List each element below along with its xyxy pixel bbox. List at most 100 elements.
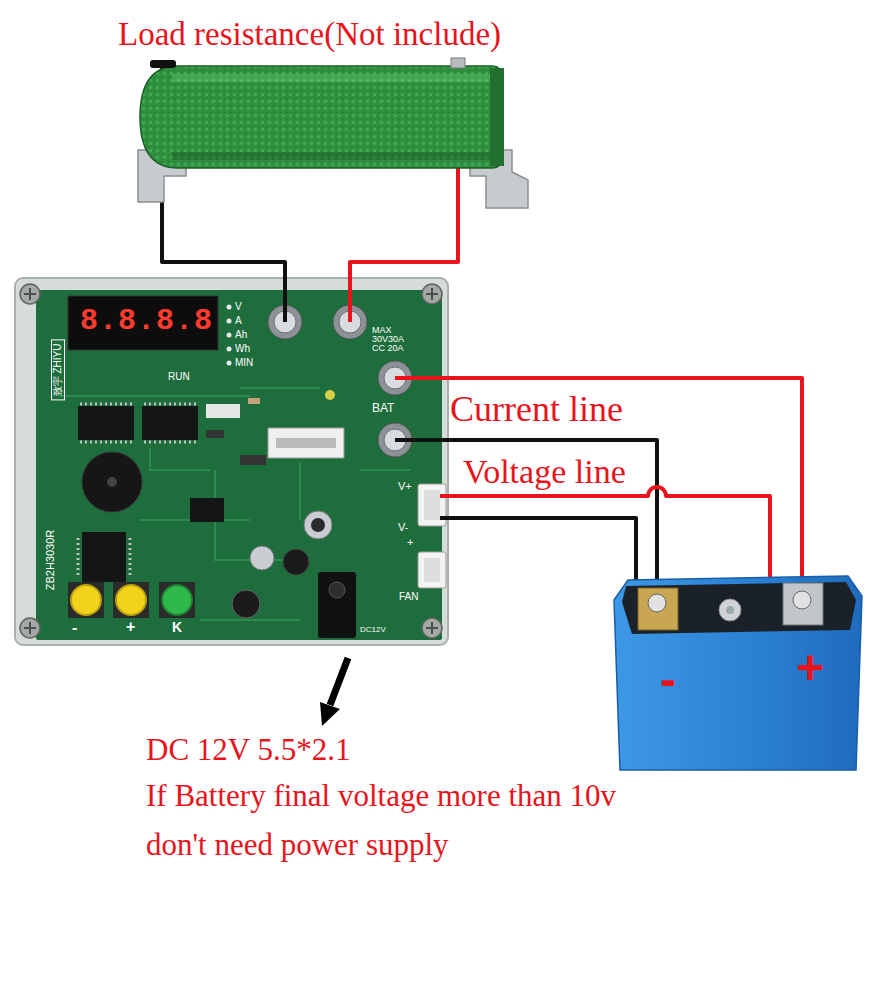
unit-label: Ah bbox=[235, 330, 247, 340]
screw-slot bbox=[426, 288, 438, 300]
pointer-arrow bbox=[330, 658, 348, 705]
ic-chip bbox=[78, 406, 134, 440]
acrylic-panel bbox=[15, 278, 448, 645]
resistor-symbol bbox=[138, 58, 528, 208]
shunt-bar bbox=[276, 438, 336, 448]
polarity-sign: - bbox=[660, 652, 676, 707]
fan-connector bbox=[418, 552, 446, 588]
smd-part bbox=[240, 455, 266, 465]
corner-screw bbox=[422, 284, 442, 304]
wire bbox=[395, 378, 802, 600]
brand-logo: 致宇 ZHIYU bbox=[51, 340, 65, 401]
screw-slot bbox=[24, 622, 36, 634]
lead-cap bbox=[150, 60, 176, 68]
terminal-screw bbox=[648, 594, 666, 612]
battery-symbol bbox=[614, 576, 862, 770]
dc-jack-hole bbox=[329, 582, 345, 598]
pin-label: V+ bbox=[398, 481, 412, 492]
rating-label: MAX 30V30A CC 20A bbox=[372, 326, 416, 353]
ic-chip bbox=[190, 498, 224, 522]
lead-tab bbox=[451, 58, 465, 68]
battery-cell: -+ bbox=[612, 575, 864, 772]
unit-label: Wh bbox=[235, 344, 250, 354]
meter-board: 8.8.8.8 VA AhWhMIN MAX 30V30A CC 20A RUN BAT V… bbox=[15, 278, 448, 645]
resistor-body bbox=[140, 66, 502, 168]
part-title: Load resistance(Not include) bbox=[118, 16, 501, 54]
button-label: + bbox=[126, 619, 135, 635]
unit-label: V bbox=[235, 302, 242, 312]
capacitor-top bbox=[311, 518, 325, 532]
body-highlight bbox=[172, 74, 490, 82]
smd-part bbox=[248, 398, 260, 404]
button-base bbox=[113, 582, 149, 618]
screw-slot bbox=[24, 288, 36, 300]
minus-button bbox=[71, 585, 101, 615]
button-base bbox=[68, 582, 104, 618]
vent-center bbox=[726, 606, 734, 614]
indicator-led bbox=[227, 361, 232, 366]
button-base bbox=[159, 582, 195, 618]
polarity-sign: + bbox=[796, 640, 824, 695]
buzzer bbox=[82, 452, 142, 512]
shunt-block bbox=[268, 428, 344, 458]
pointer-arrowhead bbox=[320, 702, 340, 726]
end-cap bbox=[490, 68, 504, 166]
k-button bbox=[162, 585, 192, 615]
chip-pins bbox=[80, 404, 196, 442]
chip-pins bbox=[78, 538, 130, 578]
connector-pins bbox=[424, 490, 440, 520]
pin-label: + bbox=[407, 537, 413, 548]
button-label: - bbox=[72, 620, 77, 636]
dc-jack bbox=[318, 572, 356, 638]
pcb bbox=[36, 290, 442, 640]
smd-part bbox=[206, 430, 224, 438]
power-note: don't need power supply bbox=[146, 827, 449, 863]
button-label: K bbox=[172, 620, 182, 634]
status-led bbox=[325, 390, 335, 400]
battery-body bbox=[614, 576, 862, 770]
power-note: If Battery final voltage more than 10v bbox=[146, 778, 616, 814]
ic-chip bbox=[82, 532, 126, 582]
terminal-screw bbox=[793, 591, 811, 609]
display-window bbox=[68, 296, 218, 350]
battery-top-band bbox=[622, 582, 856, 634]
seven-segment-display: 8.8.8.8 bbox=[80, 304, 213, 339]
indicator-led bbox=[227, 305, 232, 310]
buzzer-hole bbox=[107, 477, 117, 487]
corner-screw bbox=[422, 618, 442, 638]
wire bbox=[395, 440, 657, 603]
safety-vent bbox=[719, 599, 741, 621]
corner-screw bbox=[20, 618, 40, 638]
capacitor bbox=[232, 590, 260, 618]
unit-label: MIN bbox=[235, 358, 253, 368]
indicator-led bbox=[227, 319, 232, 324]
pin-label: FAN bbox=[399, 592, 418, 602]
ic-chip bbox=[142, 406, 198, 440]
inductor bbox=[283, 549, 309, 575]
model-number: ZB2H3030R bbox=[45, 530, 56, 591]
negative-terminal bbox=[638, 588, 678, 630]
unit-label: A bbox=[235, 316, 242, 326]
load-resistor: Load resistance(Not include) bbox=[110, 10, 530, 210]
led-label: RUN bbox=[168, 372, 190, 382]
capacitor bbox=[304, 511, 332, 539]
plus-button bbox=[116, 585, 146, 615]
smd-part bbox=[206, 404, 240, 418]
power-note: DC 12V 5.5*2.1 bbox=[146, 732, 350, 768]
battery-outline bbox=[612, 575, 864, 772]
pcb-trace bbox=[60, 388, 410, 620]
positive-terminal bbox=[783, 583, 823, 625]
jack-label: DC12V bbox=[360, 626, 386, 634]
capacitor bbox=[250, 546, 274, 570]
pin-label: V- bbox=[398, 522, 408, 533]
indicator-led bbox=[227, 347, 232, 352]
body-shadow bbox=[172, 152, 490, 160]
wire-annotation: Current line bbox=[450, 389, 623, 430]
indicator-led bbox=[227, 333, 232, 338]
wire bbox=[440, 518, 648, 608]
connector-pins bbox=[424, 558, 440, 582]
corner-screw bbox=[20, 284, 40, 304]
terminal-label: BAT bbox=[372, 402, 394, 414]
